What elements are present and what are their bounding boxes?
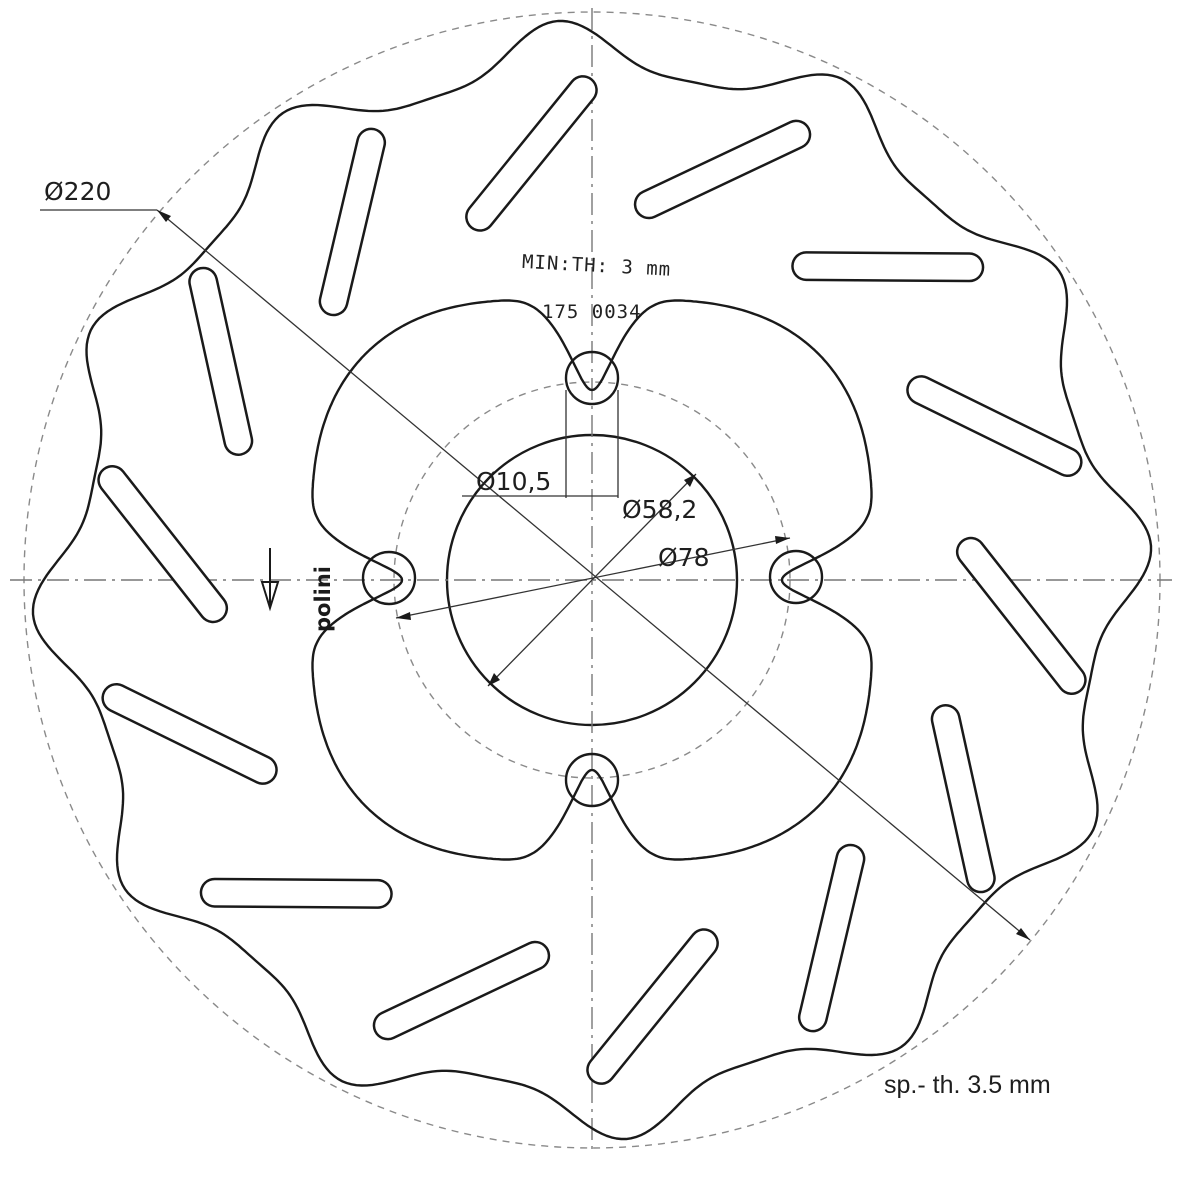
slot-interior <box>103 685 276 783</box>
slot-interior <box>800 846 863 1030</box>
dimension-lines <box>40 209 1031 941</box>
slot-interior <box>636 122 809 217</box>
bore-diameter-label: Ø58,2 <box>622 495 697 524</box>
thickness-label: sp.- th. 3.5 mm <box>884 1071 1051 1099</box>
slot-interior <box>321 130 384 314</box>
slot-interior <box>958 539 1085 693</box>
mounting-hole-top <box>564 350 620 406</box>
min-thickness-note: MIN:TH: 3 mm <box>521 251 671 281</box>
slot-interior <box>99 467 226 621</box>
part-number-note: 175 0034 <box>542 301 642 323</box>
mounting-hole-bottom <box>564 752 620 808</box>
disc-outer-edge <box>31 19 1153 1141</box>
pcd-diameter-label: Ø78 <box>658 543 710 572</box>
polini-logo: polini <box>311 566 335 632</box>
disc-inner-carrier <box>311 299 873 861</box>
slot-interior <box>933 706 994 891</box>
mounting-hole-right <box>768 549 824 605</box>
slot-interior <box>588 930 717 1083</box>
hole-diameter-label: Ø10,5 <box>476 467 551 496</box>
down-arrow-icon <box>260 548 280 612</box>
slot-interior <box>793 253 982 280</box>
outer-diameter-label: Ø220 <box>44 177 111 206</box>
slot-interior <box>375 943 548 1038</box>
slot-interior <box>202 880 391 907</box>
mounting-hole-left <box>361 550 417 606</box>
slot-interior <box>908 377 1081 475</box>
slot-interior <box>190 269 251 454</box>
disc-slots <box>97 75 1087 1085</box>
slot-interior <box>467 77 596 230</box>
